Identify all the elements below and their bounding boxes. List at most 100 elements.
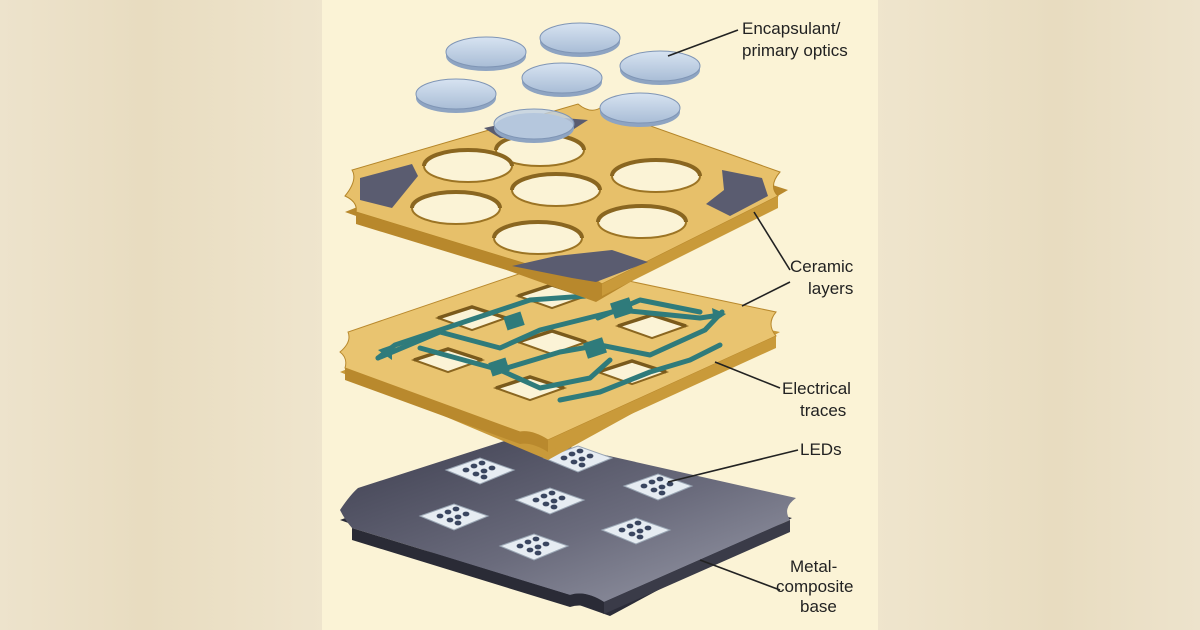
led-pad [418,503,490,531]
led-die [488,465,496,471]
opening-rim [510,172,602,191]
lens-openings [410,132,702,255]
label-encapsulant-line2: primary optics [742,41,848,60]
leader-encapsulant [667,29,739,57]
label-electrical-line2: traces [800,401,846,420]
lens [521,62,603,97]
led-die [578,456,586,462]
lens-top [521,62,603,94]
lens-top [445,36,527,68]
led-die [618,527,626,533]
opening-rim [410,190,502,209]
led-die [640,483,648,489]
led-die [452,506,460,512]
led-package [514,487,586,515]
led-die [578,462,586,468]
leader-lines [667,29,799,591]
led-die [478,460,486,466]
leader-ceramic-upper [753,211,791,271]
led-die [628,531,636,537]
label-ceramic-line1: Ceramic [790,257,854,276]
led-die [454,514,462,520]
led-die [636,534,644,540]
led-die [636,528,644,534]
callout-labels: Encapsulant/ primary optics Ceramic laye… [742,19,854,616]
lens [493,108,575,143]
lens [619,50,701,85]
contact-pad-left [360,164,418,208]
led-die [560,455,568,461]
led-die [658,490,666,496]
trace-right [595,297,703,321]
metal-base-plate [340,436,796,602]
led-die [558,495,566,501]
label-metal-line3: base [800,597,837,616]
led-die [526,547,534,553]
trace-bottom [557,342,723,403]
opening-rim [596,204,688,223]
contact-pad-right [706,170,768,216]
encapsulant-lenses [415,22,701,143]
opening-rim [492,220,584,239]
led-die [470,463,478,469]
label-leds: LEDs [800,440,842,459]
opening-rim [422,148,514,167]
led-pad [600,517,672,545]
led-die [626,523,634,529]
trace-pads [378,297,726,377]
label-metal-line1: Metal- [790,557,837,576]
led-die [568,451,576,457]
led-pad [498,533,570,561]
window-edge [517,329,587,344]
leader-metal-base [699,559,781,591]
led-die [648,479,656,485]
leader-ceramic-lower [741,281,791,307]
led-die [644,525,652,531]
led-die [658,484,666,490]
led-die [666,481,674,487]
leader-electrical [714,361,781,389]
led-die [586,453,594,459]
opening-rim [610,158,702,177]
lens-top [599,92,681,124]
led-die [532,497,540,503]
led-die [462,511,470,517]
led-die [534,544,542,550]
led-die [446,517,454,523]
led-die [656,476,664,482]
led-package [418,503,490,531]
metal-composite-base [340,436,796,616]
lens-top [493,108,575,140]
contact-pad-bottom [512,250,648,282]
label-ceramic-line2: layers [808,279,853,298]
led-die [524,539,532,545]
lens [415,78,497,113]
led-die [532,536,540,542]
led-die [540,493,548,499]
lens [539,22,621,57]
led-die [454,520,462,526]
led-die [634,520,642,526]
led-die [480,474,488,480]
led-die [542,541,550,547]
led-die [534,550,542,556]
lens-top [619,50,701,82]
led-die [576,448,584,454]
led-die [462,467,470,473]
lens [445,36,527,71]
label-electrical-line1: Electrical [782,379,851,398]
led-die [472,471,480,477]
lens-top [415,78,497,110]
led-die [480,468,488,474]
led-package [444,457,516,485]
lens-top [539,22,621,54]
led-die [570,459,578,465]
led-pad [514,487,586,515]
trace-lower [497,357,613,391]
led-package [600,517,672,545]
lens [599,92,681,127]
window-edge [413,347,483,362]
led-pad [444,457,516,485]
